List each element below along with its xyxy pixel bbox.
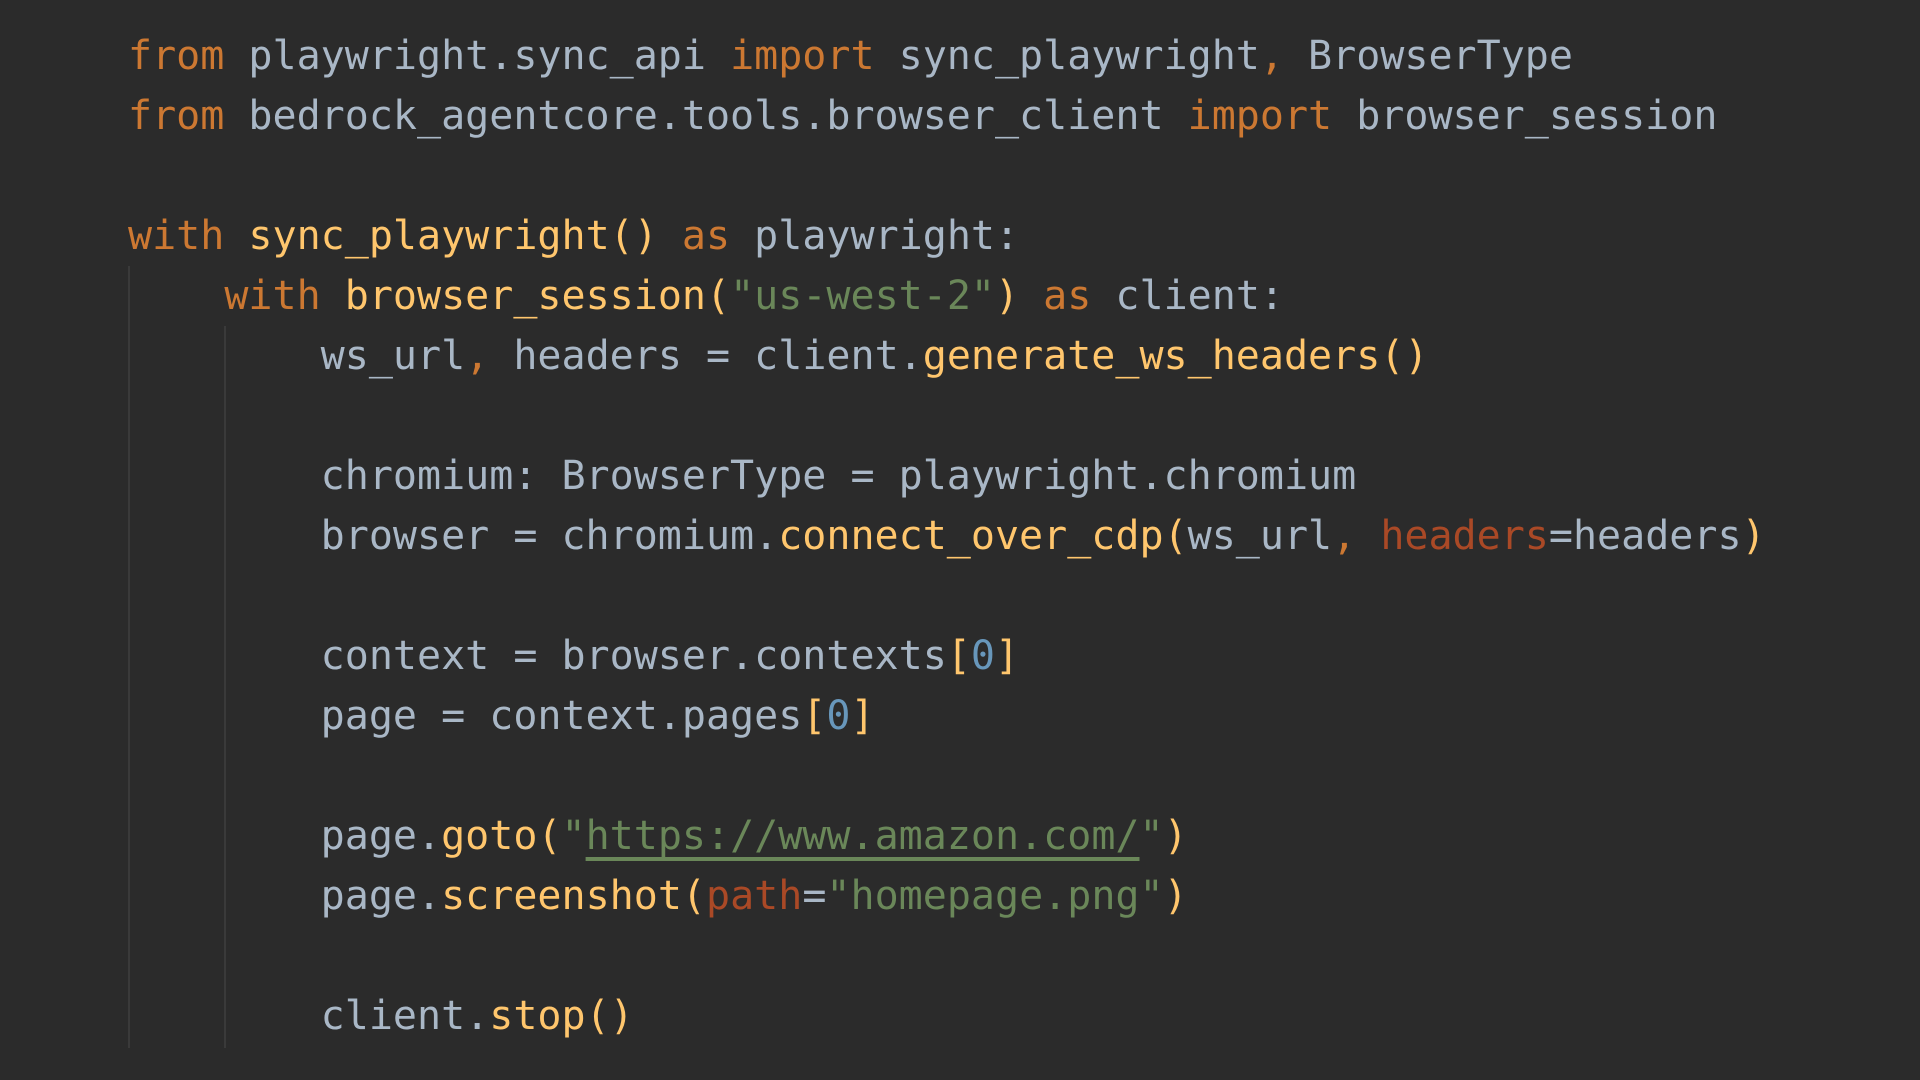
code-token: , — [465, 333, 490, 379]
code-token: ] — [850, 693, 875, 739]
code-line-17[interactable]: client.stop() — [128, 986, 1908, 1046]
code-token: ( — [1163, 513, 1188, 559]
code-token: with — [224, 273, 321, 319]
code-token: stop — [489, 993, 586, 1039]
code-token: page = context.pages — [128, 693, 803, 739]
indent-guide-outer — [128, 266, 130, 1048]
code-token — [658, 213, 682, 259]
code-token: generate_ws_headers — [922, 333, 1381, 379]
code-token: page. — [128, 813, 442, 859]
code-token — [321, 273, 345, 319]
code-token: " — [1139, 813, 1164, 859]
code-token: , — [1259, 33, 1284, 79]
code-line-4[interactable]: with sync_playwright() as playwright: — [128, 206, 1908, 266]
code-token: ( — [705, 273, 731, 319]
code-line-12[interactable]: page = context.pages[0] — [128, 686, 1908, 746]
code-token: with — [128, 213, 225, 259]
code-token: screenshot — [441, 873, 682, 919]
code-line-16[interactable] — [128, 926, 1908, 986]
code-token: goto — [441, 813, 538, 859]
code-token: () — [609, 213, 658, 259]
code-line-2[interactable]: from bedrock_agentcore.tools.browser_cli… — [128, 86, 1908, 146]
code-token: 0 — [970, 633, 995, 679]
code-token: BrowserType — [1283, 33, 1573, 79]
code-token: path — [706, 873, 803, 919]
code-line-10[interactable] — [128, 566, 1908, 626]
code-line-13[interactable] — [128, 746, 1908, 806]
code-line-3[interactable] — [128, 146, 1908, 206]
code-token: client. — [128, 993, 490, 1039]
code-token: ) — [1741, 513, 1766, 559]
code-token: headers = client. — [489, 333, 923, 379]
indent-guide-inner — [224, 326, 226, 1048]
code-token — [1356, 513, 1380, 559]
code-token: =headers — [1548, 513, 1742, 559]
code-token: sync_playwright — [248, 213, 610, 259]
code-line-11[interactable]: context = browser.contexts[0] — [128, 626, 1908, 686]
code-token: browser_session — [1332, 93, 1718, 139]
code-line-1[interactable]: from playwright.sync_api import sync_pla… — [128, 26, 1908, 86]
code-token: from — [128, 33, 225, 79]
code-token: bedrock_agentcore.tools.browser_client — [224, 93, 1188, 139]
code-token: "homepage.png" — [826, 873, 1164, 919]
code-token: ] — [994, 633, 1020, 679]
code-block: from playwright.sync_api import sync_pla… — [128, 26, 1908, 1046]
code-line-7[interactable] — [128, 386, 1908, 446]
code-token: sync_playwright — [874, 33, 1260, 79]
code-token: browser = chromium. — [128, 513, 779, 559]
code-token: () — [1380, 333, 1429, 379]
code-token: ( — [681, 873, 706, 919]
code-token: chromium: BrowserType = playwright.chrom… — [128, 453, 1357, 499]
code-token: () — [585, 993, 634, 1039]
code-token: ( — [537, 813, 562, 859]
code-token — [224, 213, 248, 259]
code-line-9[interactable]: browser = chromium.connect_over_cdp(ws_u… — [128, 506, 1908, 566]
code-token — [128, 273, 224, 319]
code-line-5[interactable]: with browser_session("us-west-2") as cli… — [128, 266, 1908, 326]
code-token: import — [730, 33, 875, 79]
code-line-6[interactable]: ws_url, headers = client.generate_ws_hea… — [128, 326, 1908, 386]
code-token: ws_url — [1187, 513, 1333, 559]
code-token: , — [1332, 513, 1357, 559]
code-line-14[interactable]: page.goto("https://www.amazon.com/") — [128, 806, 1908, 866]
code-token: playwright.sync_api — [224, 33, 731, 79]
code-token: import — [1187, 93, 1333, 139]
code-token: ) — [994, 273, 1020, 319]
code-token: https://www.amazon.com/ — [585, 813, 1140, 859]
code-token: ws_url — [128, 333, 466, 379]
code-token: as — [1043, 273, 1092, 319]
code-token: client: — [1091, 273, 1284, 319]
code-token: = — [802, 873, 827, 919]
code-token: as — [681, 213, 731, 259]
code-token: ) — [1163, 873, 1188, 919]
code-token: connect_over_cdp — [778, 513, 1164, 559]
code-token: from — [128, 93, 225, 139]
code-token: [ — [946, 633, 971, 679]
code-line-8[interactable]: chromium: BrowserType = playwright.chrom… — [128, 446, 1908, 506]
code-token: context = browser.contexts — [128, 633, 947, 679]
code-token: 0 — [826, 693, 851, 739]
code-token: playwright: — [730, 213, 1020, 259]
code-token: ) — [1163, 813, 1188, 859]
code-token: "us-west-2" — [730, 273, 995, 319]
code-token: headers — [1380, 513, 1549, 559]
code-token — [1019, 273, 1043, 319]
code-token: browser_session — [344, 273, 706, 319]
code-line-15[interactable]: page.screenshot(path="homepage.png") — [128, 866, 1908, 926]
code-token: page. — [128, 873, 442, 919]
code-token: [ — [802, 693, 827, 739]
code-token: " — [561, 813, 586, 859]
